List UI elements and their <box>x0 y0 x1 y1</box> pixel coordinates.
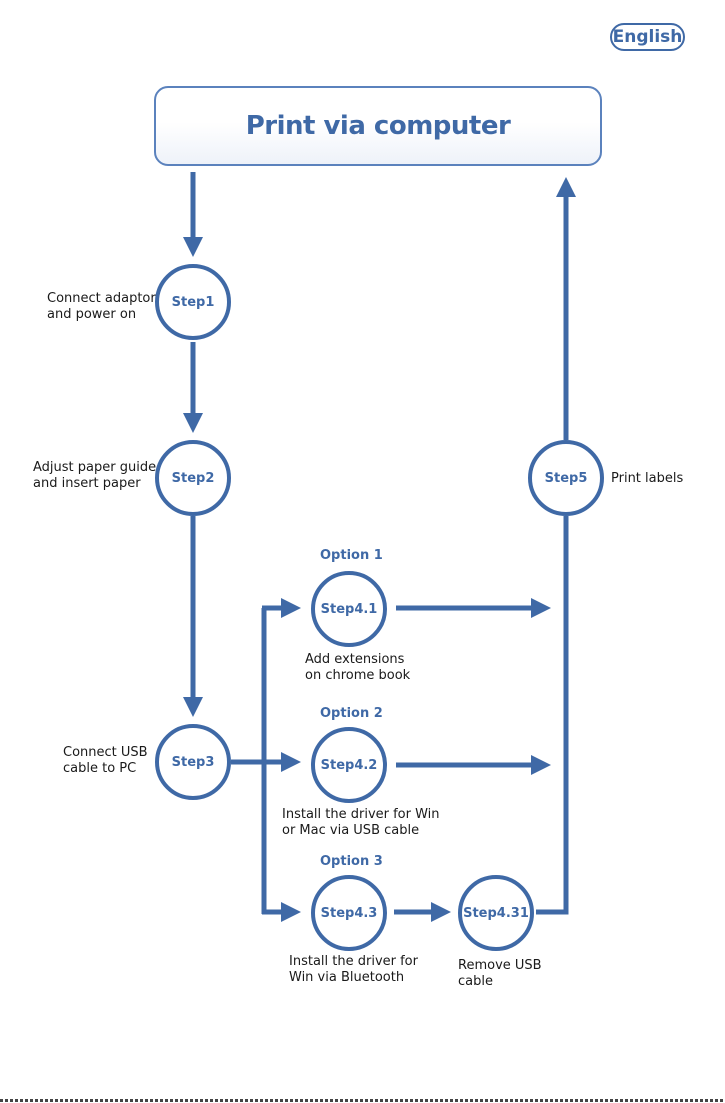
step2-description: Adjust paper guide and insert paper <box>33 460 157 491</box>
step2-node: Step2 <box>155 440 231 516</box>
step3-label: Step3 <box>171 754 215 770</box>
step5-description: Print labels <box>611 471 684 486</box>
step4-2-label: Step4.2 <box>320 757 378 773</box>
step2-label: Step2 <box>171 470 215 486</box>
step4-3-node: Step4.3 <box>311 875 387 951</box>
language-button[interactable]: English <box>610 23 685 51</box>
step3-description: Connect USB cable to PC <box>63 745 148 776</box>
step1-label: Step1 <box>171 294 215 310</box>
step4-31-node: Step4.31 <box>458 875 534 951</box>
line-step4-31-to-step5 <box>536 516 569 915</box>
step4-1-node: Step4.1 <box>311 571 387 647</box>
title-box: Print via computer <box>154 86 602 166</box>
page-title: Print via computer <box>245 111 511 141</box>
step4-1-description: Add extensions on chrome book <box>305 652 411 683</box>
option-1-heading: Option 1 <box>320 548 383 563</box>
step4-31-label: Step4.31 <box>463 905 529 921</box>
step4-1-label: Step4.1 <box>320 601 378 617</box>
step1-description: Connect adaptor and power on <box>47 291 156 322</box>
step5-node: Step5 <box>528 440 604 516</box>
step1-node: Step1 <box>155 264 231 340</box>
step4-2-description: Install the driver for Win or Mac via US… <box>282 807 440 838</box>
step4-3-description: Install the driver for Win via Bluetooth <box>289 954 418 985</box>
step4-3-label: Step4.3 <box>320 905 378 921</box>
bottom-divider <box>0 1099 725 1102</box>
step4-31-description: Remove USB cable <box>458 958 542 989</box>
option-3-heading: Option 3 <box>320 854 383 869</box>
step5-label: Step5 <box>544 470 588 486</box>
option-2-heading: Option 2 <box>320 706 383 721</box>
step3-node: Step3 <box>155 724 231 800</box>
step4-2-node: Step4.2 <box>311 727 387 803</box>
